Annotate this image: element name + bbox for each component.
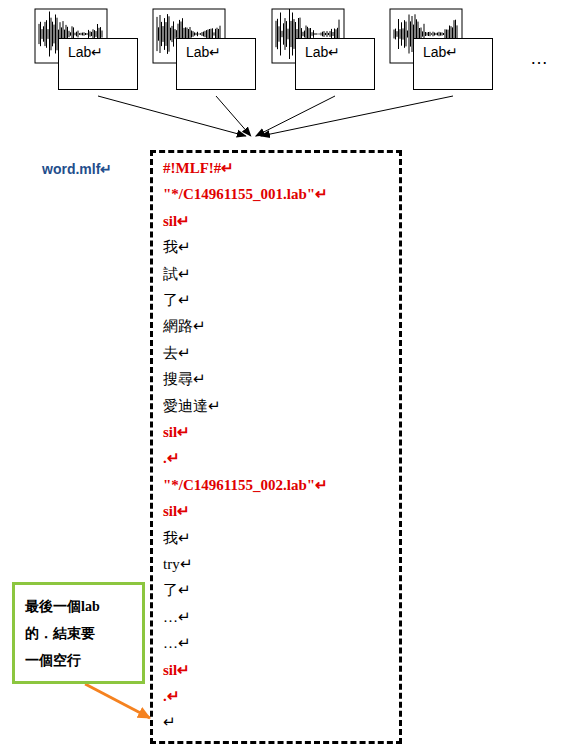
waveform-frame xyxy=(35,9,107,63)
lab-file-box: Lab↵ xyxy=(176,38,256,90)
lab-file-box: Lab↵ xyxy=(295,38,375,90)
mlf-file-box: word.mlf↵#!MLF!#↵"*/C14961155_001.lab"↵s… xyxy=(150,150,402,744)
mlf-marker-line: sil↵ xyxy=(163,422,190,442)
mlf-marker-line: sil↵ xyxy=(163,211,190,231)
lab-label: Lab↵ xyxy=(186,44,221,60)
mlf-word-line: 愛迪達↵ xyxy=(163,396,221,416)
waveform-frame xyxy=(153,9,225,63)
mlf-marker-line: "*/C14961155_001.lab"↵ xyxy=(163,184,328,204)
mlf-marker-line: sil↵ xyxy=(163,660,190,680)
lab-label: Lab↵ xyxy=(305,44,340,60)
mlf-word-line: 我↵ xyxy=(163,237,191,257)
callout-arrow xyxy=(85,684,150,718)
mlf-word-line: 去↵ xyxy=(163,343,191,363)
lab-file-box: Lab↵ xyxy=(413,38,493,90)
mlf-marker-line: sil↵ xyxy=(163,501,190,521)
mlf-word-line: ↵ xyxy=(163,712,176,732)
mlf-word-line: 了↵ xyxy=(163,580,191,600)
waveform-frame xyxy=(390,9,462,63)
note-text: 最後一個lab 的．結束要 一個空行 xyxy=(15,585,142,680)
file-name-heading: word.mlf↵ xyxy=(42,161,112,177)
lab-label: Lab↵ xyxy=(423,44,458,60)
mlf-marker-line: "*/C14961155_002.lab"↵ xyxy=(163,475,328,495)
mlf-word-line: 搜尋↵ xyxy=(163,369,206,389)
mlf-word-line: 試↵ xyxy=(163,264,191,284)
mlf-marker-line: .↵ xyxy=(163,448,180,468)
merge-arrow xyxy=(256,96,335,136)
lab-label: Lab↵ xyxy=(68,44,103,60)
mlf-word-line: …↵ xyxy=(163,633,191,653)
merge-arrow xyxy=(98,96,246,136)
mlf-marker-line: #!MLF!#↵ xyxy=(163,158,234,178)
mlf-word-line: try↵ xyxy=(163,554,193,574)
merge-arrow xyxy=(261,96,453,136)
merge-arrow xyxy=(216,96,251,136)
mlf-word-line: 網路↵ xyxy=(163,316,206,336)
lab-file-box: Lab↵ xyxy=(58,38,138,90)
mlf-marker-line: .↵ xyxy=(163,686,180,706)
continuation-mark: … xyxy=(530,48,548,69)
mlf-word-line: …↵ xyxy=(163,607,191,627)
note-callout: 最後一個lab 的．結束要 一個空行 xyxy=(12,582,145,684)
waveform-frame xyxy=(272,9,344,63)
mlf-word-line: 我↵ xyxy=(163,528,191,548)
mlf-word-line: 了↵ xyxy=(163,290,191,310)
